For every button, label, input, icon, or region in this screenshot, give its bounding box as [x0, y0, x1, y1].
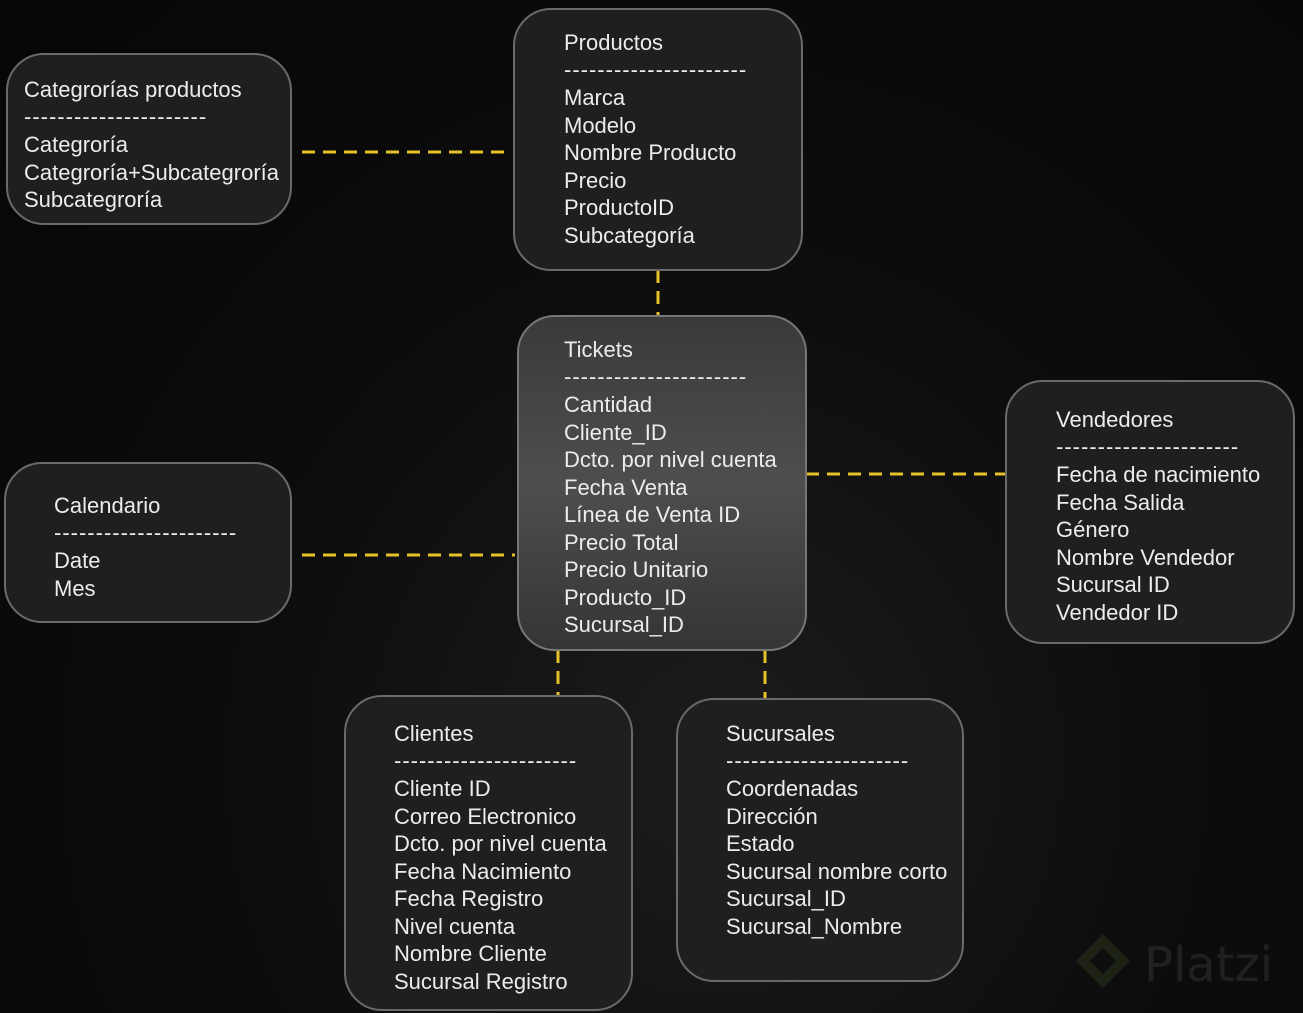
entity-field: Género: [1056, 517, 1130, 542]
platzi-logo-icon: [1076, 934, 1130, 988]
entity-field: Sucursal ID: [1056, 572, 1170, 597]
entity-field: Nombre Producto: [564, 140, 737, 165]
entity-field: Fecha Venta: [564, 474, 688, 500]
entity-separator: ----------------------: [24, 104, 208, 129]
entity-field: Sucursal Registro: [394, 968, 568, 994]
entity-field: Dcto. por nivel cuenta: [394, 831, 607, 856]
entity-title: Clientes: [394, 721, 474, 746]
entity-separator: ----------------------: [564, 57, 748, 82]
entity-field: Correo Electronico: [394, 803, 577, 829]
entity-field: Fecha de nacimiento: [1056, 462, 1261, 487]
entity-field: Producto_ID: [564, 584, 687, 610]
entity-vendedores: Vendedores ---------------------- Fecha …: [1005, 380, 1295, 644]
entity-separator: ----------------------: [394, 748, 578, 773]
entity-field: Precio: [564, 167, 627, 193]
entity-field: Modelo: [564, 112, 637, 138]
entity-field: Cliente ID: [394, 776, 491, 801]
watermark-text: Platzi: [1144, 937, 1274, 993]
entity-field: Cantidad: [564, 392, 653, 417]
platzi-watermark: Platzi: [1072, 930, 1273, 1000]
entity-field: Vendedor ID: [1056, 599, 1179, 625]
entity-field: Fecha Registro: [394, 886, 544, 911]
entity-field: Fecha Salida: [1056, 489, 1185, 515]
entity-title: Tickets: [564, 337, 633, 362]
entity-field: Sucursal_Nombre: [726, 913, 903, 939]
entity-field: Date: [54, 548, 101, 573]
entity-separator: ----------------------: [726, 748, 910, 773]
entity-field: Cliente_ID: [564, 419, 667, 445]
entity-field: Dcto. por nivel cuenta: [564, 447, 777, 472]
entity-clientes: Clientes ---------------------- Cliente …: [344, 695, 633, 1011]
entity-field: ProductoID: [564, 195, 675, 220]
entity-title: Vendedores: [1056, 407, 1174, 432]
entity-field: Dirección: [726, 803, 818, 829]
entity-separator: ----------------------: [54, 520, 238, 545]
entity-field: Nivel cuenta: [394, 913, 516, 939]
entity-field: Línea de Venta ID: [564, 502, 741, 527]
entity-field: Precio Unitario: [564, 557, 709, 582]
entity-field: Marca: [564, 85, 626, 110]
entity-title: Calendario: [54, 493, 161, 518]
entity-title: Categrorías productos: [24, 77, 242, 102]
entity-field: Categroría+Subcategroría: [24, 159, 279, 185]
entity-title: Productos: [564, 30, 664, 55]
entity-field: Sucursal nombre corto: [726, 858, 948, 884]
entity-field: Subcategoría: [564, 222, 695, 248]
entity-field: Fecha Nacimiento: [394, 858, 572, 884]
entity-field: Sucursal_ID: [726, 886, 846, 911]
entity-categorias-productos: Categrorías productos ------------------…: [6, 53, 292, 225]
entity-field: Sucursal_ID: [564, 612, 684, 637]
entity-separator: ----------------------: [564, 364, 748, 389]
entity-field: Subcategroría: [24, 187, 163, 212]
entity-field: Estado: [726, 831, 795, 856]
entity-field: Coordenadas: [726, 776, 859, 801]
entity-title: Sucursales: [726, 721, 835, 746]
entity-field: Precio Total: [564, 529, 679, 555]
entity-field: Nombre Cliente: [394, 941, 547, 966]
entity-field: Nombre Vendedor: [1056, 544, 1235, 570]
entity-sucursales: Sucursales ---------------------- Coorde…: [676, 698, 964, 982]
entity-separator: ----------------------: [1056, 434, 1240, 459]
entity-field: Categroría: [24, 132, 128, 157]
entity-field: Mes: [54, 575, 96, 601]
